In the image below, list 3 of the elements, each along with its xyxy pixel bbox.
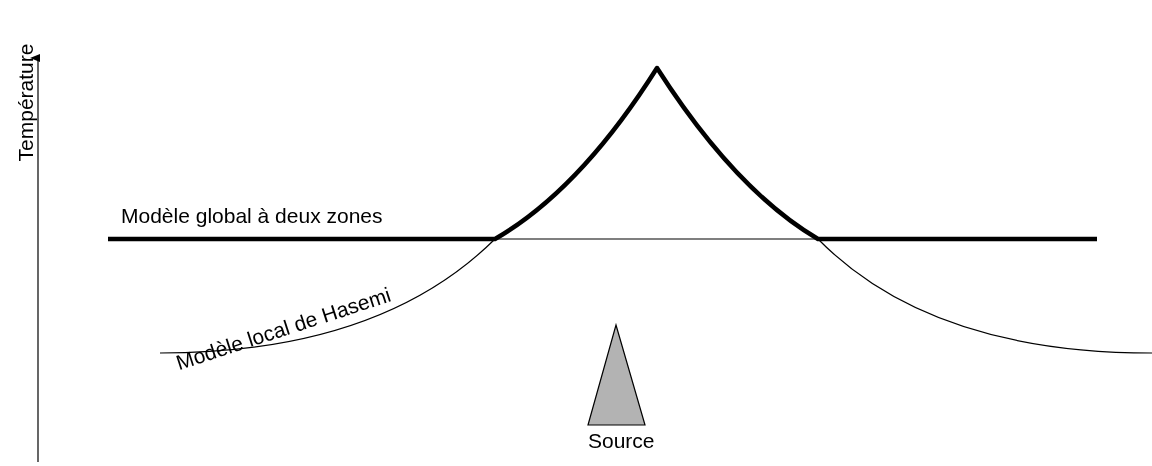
axis-label: Température [14, 42, 36, 164]
curve-label: Modèle global à deux zones [121, 205, 383, 226]
source-label: Source [588, 430, 655, 451]
